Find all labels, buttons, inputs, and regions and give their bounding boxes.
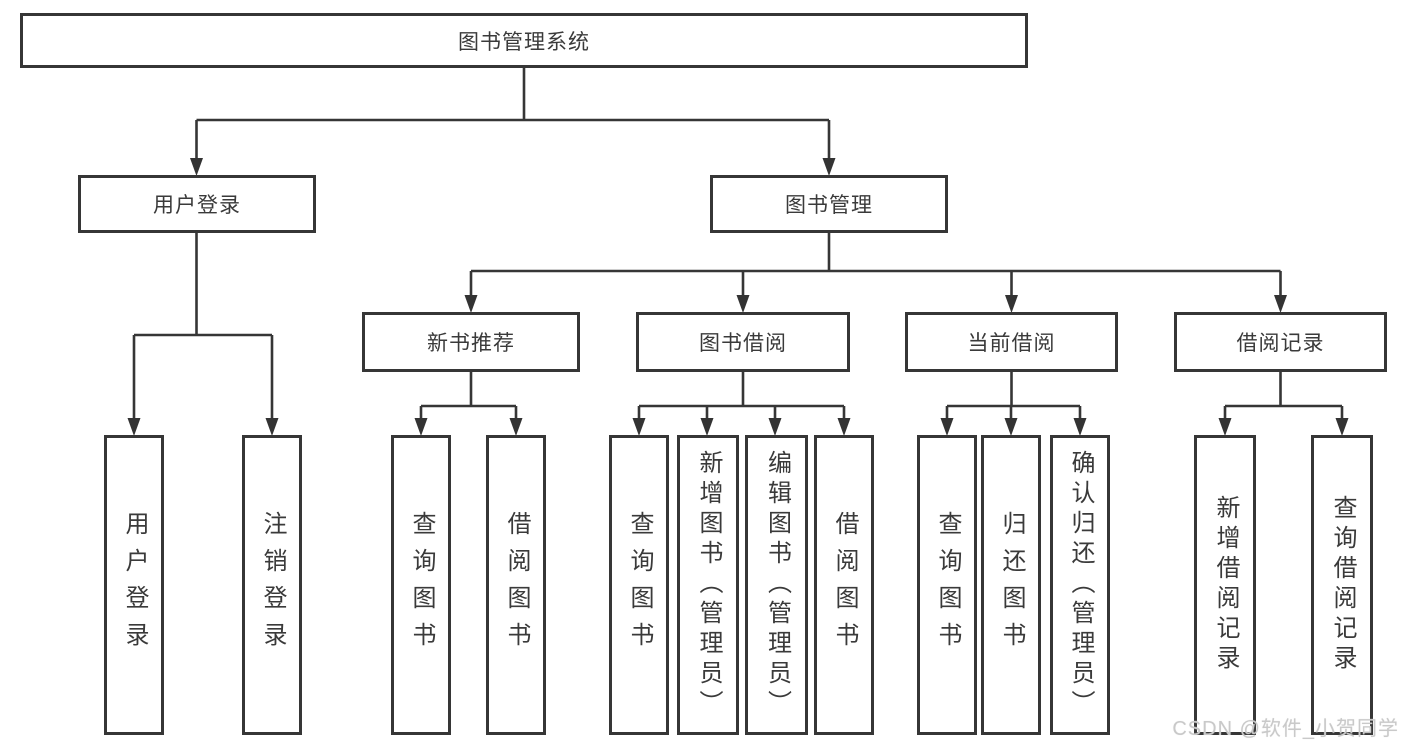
node-root-label: 图书管理系统 [458, 30, 590, 54]
leaf-query-borrow-record-label: 查询借阅记录 [1329, 495, 1356, 675]
arrowhead [1073, 418, 1087, 436]
leaf-query-books-recommend: 查询图书 [391, 435, 451, 735]
node-user-login-label: 用户登录 [153, 194, 241, 217]
leaf-query-borrow-record: 查询借阅记录 [1311, 435, 1373, 735]
leaf-return-books: 归还图书 [981, 435, 1041, 735]
arrowhead [632, 418, 646, 436]
arrowhead [1005, 295, 1018, 313]
arrowhead [127, 418, 141, 436]
arrowhead [414, 418, 428, 436]
leaf-user-login-label: 用户登录 [121, 511, 148, 659]
leaf-query-books-borrowing: 查询图书 [609, 435, 669, 735]
node-current-borrowing-label: 当前借阅 [967, 332, 1056, 355]
leaf-add-borrow-record: 新增借阅记录 [1194, 435, 1256, 735]
arrowhead [265, 418, 279, 436]
leaf-query-books-recommend-label: 查询图书 [408, 511, 435, 659]
leaf-query-books-current-label: 查询图书 [934, 511, 961, 659]
arrowhead [1218, 418, 1232, 436]
arrowhead [1335, 418, 1349, 436]
node-book-management-label: 图书管理 [785, 194, 873, 217]
leaf-add-borrow-record-label: 新增借阅记录 [1212, 495, 1239, 675]
arrowhead [1004, 418, 1018, 436]
leaf-user-login: 用户登录 [104, 435, 164, 735]
node-book-borrowing-label: 图书借阅 [699, 332, 787, 355]
arrowhead [190, 158, 203, 176]
leaf-return-books-label: 归还图书 [998, 511, 1025, 659]
node-book-borrowing: 图书借阅 [636, 312, 850, 372]
leaf-logout-label: 注销登录 [259, 511, 286, 659]
arrowhead [940, 418, 954, 436]
node-user-login: 用户登录 [78, 175, 316, 233]
leaf-query-books-current: 查询图书 [917, 435, 977, 735]
node-borrowing-records: 借阅记录 [1174, 312, 1387, 372]
leaf-edit-books-admin-label: 编辑图书（管理员） [763, 450, 791, 720]
connector-path [132, 68, 1344, 422]
csdn-watermark: CSDN @软件_小贺同学 [1172, 718, 1399, 740]
arrowhead [736, 295, 750, 313]
arrowhead [509, 418, 523, 436]
arrowheads [127, 158, 1349, 436]
node-borrowing-records-label: 借阅记录 [1236, 332, 1325, 355]
node-current-borrowing: 当前借阅 [905, 312, 1118, 372]
leaf-confirm-return-admin: 确认归还（管理员） [1050, 435, 1110, 735]
node-new-book-recommend: 新书推荐 [362, 312, 580, 372]
arrowhead [837, 418, 851, 436]
leaf-logout: 注销登录 [242, 435, 302, 735]
leaf-borrow-books-recommend-label: 借阅图书 [503, 511, 530, 659]
leaf-query-books-borrowing-label: 查询图书 [626, 511, 653, 659]
node-new-book-recommend-label: 新书推荐 [427, 332, 515, 355]
arrowhead [700, 418, 714, 436]
arrowhead [1274, 295, 1287, 313]
leaf-borrow-books-recommend: 借阅图书 [486, 435, 546, 735]
leaf-add-books-admin: 新增图书（管理员） [677, 435, 739, 735]
arrowhead [464, 295, 478, 313]
leaf-add-books-admin-label: 新增图书（管理员） [695, 450, 722, 720]
leaf-borrow-books: 借阅图书 [814, 435, 874, 735]
arrowhead [768, 418, 782, 436]
arrowhead [822, 158, 836, 176]
leaf-edit-books-admin: 编辑图书（管理员） [745, 435, 808, 735]
leaf-borrow-books-label: 借阅图书 [831, 511, 858, 659]
node-book-management: 图书管理 [710, 175, 948, 233]
node-root: 图书管理系统 [20, 13, 1028, 68]
leaf-confirm-return-admin-label: 确认归还（管理员） [1067, 450, 1094, 720]
